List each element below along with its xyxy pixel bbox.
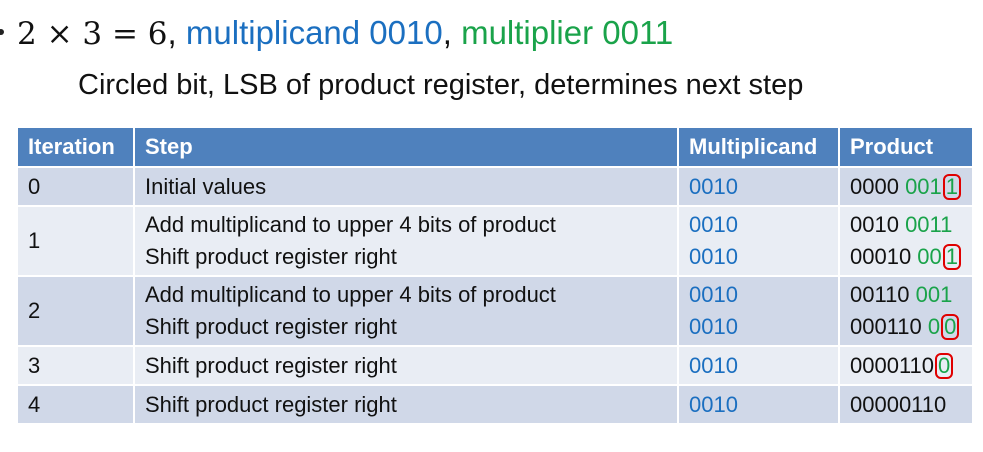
multiplicand-value: 0010 — [689, 173, 738, 199]
product-upper-bits: 00110 — [850, 282, 916, 307]
equation: 2 × 3 = 6 — [17, 16, 168, 52]
iteration-cell: 1 — [18, 205, 135, 276]
multiplicand-cell: 0010 — [678, 166, 840, 206]
product-upper-bits: 0000 — [850, 173, 906, 199]
multiplicand-cell: 0010 0010 — [678, 275, 840, 346]
product-upper-bits: 0000110 — [850, 352, 935, 378]
product-upper-bits: 000110 — [850, 314, 928, 339]
step-cell: Initial values — [134, 166, 679, 206]
product-value: 00000110 — [850, 389, 972, 421]
step-text: Shift product register right — [145, 352, 397, 378]
multiplicand-cell: 0010 — [678, 384, 840, 423]
product-upper-bits: 00000110 — [850, 391, 947, 417]
header-iteration: Iteration — [18, 128, 135, 167]
multiplicand-value: 0010 — [689, 282, 738, 307]
header-step: Step — [134, 128, 679, 167]
product-multiplier-bits: 001 — [915, 282, 953, 307]
table-row: 1 Add multiplicand to upper 4 bits of pro… — [18, 205, 972, 276]
subheading: Circled bit, LSB of product register, de… — [78, 69, 804, 101]
step-text: Add multiplicand to upper 4 bits of prod… — [145, 212, 556, 237]
iteration-cell: 3 — [18, 345, 135, 385]
header-product: Product — [839, 128, 972, 167]
table-row: 4 Shift product register right 0010 0000011… — [18, 384, 972, 423]
iteration-cell: 0 — [18, 166, 135, 206]
circled-lsb-bit: 1 — [942, 173, 962, 200]
product-multiplier-bits: 0 — [927, 314, 941, 339]
iteration-cell: 4 — [18, 384, 135, 423]
product-upper-bits: 0010 — [850, 212, 906, 237]
circled-lsb-bit: 1 — [942, 244, 962, 270]
product-multiplier-bits: 0011 — [905, 212, 953, 237]
product-value: 0010 0011 — [850, 209, 972, 241]
table-header-row: Iteration Step Multiplicand Product — [18, 128, 972, 167]
multiplicand-cell: 0010 0010 — [678, 205, 840, 276]
product-multiplier-bits: 001 — [905, 173, 942, 199]
product-value: 00110 001 — [850, 279, 972, 311]
step-text: Shift product register right — [145, 244, 397, 269]
circled-lsb-bit: 0 — [941, 314, 960, 340]
multiplicand-cell: 0010 — [678, 345, 840, 385]
step-cell: Shift product register right — [134, 384, 679, 423]
multiplicand-value: 0010 — [689, 212, 738, 237]
multiplicand-value: 0010 — [689, 244, 738, 269]
product-multiplier-bits: 00 — [917, 244, 942, 269]
bullet-icon — [0, 29, 4, 36]
multiplicand-label: multiplicand 0010 — [185, 14, 443, 51]
header-multiplicand: Multiplicand — [678, 128, 840, 167]
multiplier-label: multiplier 0011 — [461, 14, 674, 51]
table-row: 3 Shift product register right 0010 0000110… — [18, 345, 972, 385]
circled-lsb-bit: 0 — [935, 352, 954, 379]
separator: , — [167, 14, 186, 51]
iteration-cell: 2 — [18, 275, 135, 346]
step-cell: Add multiplicand to upper 4 bits of prod… — [134, 205, 679, 276]
multiplicand-value: 0010 — [689, 314, 738, 339]
multiplication-steps-table: Iteration Step Multiplicand Product 0 Ini… — [18, 128, 972, 423]
multiplicand-value: 0010 — [689, 352, 738, 378]
step-cell: Add multiplicand to upper 4 bits of prod… — [134, 275, 679, 346]
multiplicand-value: 0010 — [689, 391, 738, 417]
product-cell: 00000110 — [839, 384, 972, 423]
step-cell: Shift product register right — [134, 345, 679, 385]
table-row: 2 Add multiplicand to upper 4 bits of pro… — [18, 275, 972, 346]
step-text: Shift product register right — [145, 314, 397, 339]
headline: 2 × 3 = 6, multiplicand 0010, multiplier… — [0, 10, 673, 56]
step-text: Add multiplicand to upper 4 bits of prod… — [145, 282, 556, 307]
separator: , — [442, 14, 462, 51]
step-text: Shift product register right — [145, 391, 397, 417]
step-text: Initial values — [145, 173, 267, 199]
product-upper-bits: 00010 — [850, 244, 918, 269]
